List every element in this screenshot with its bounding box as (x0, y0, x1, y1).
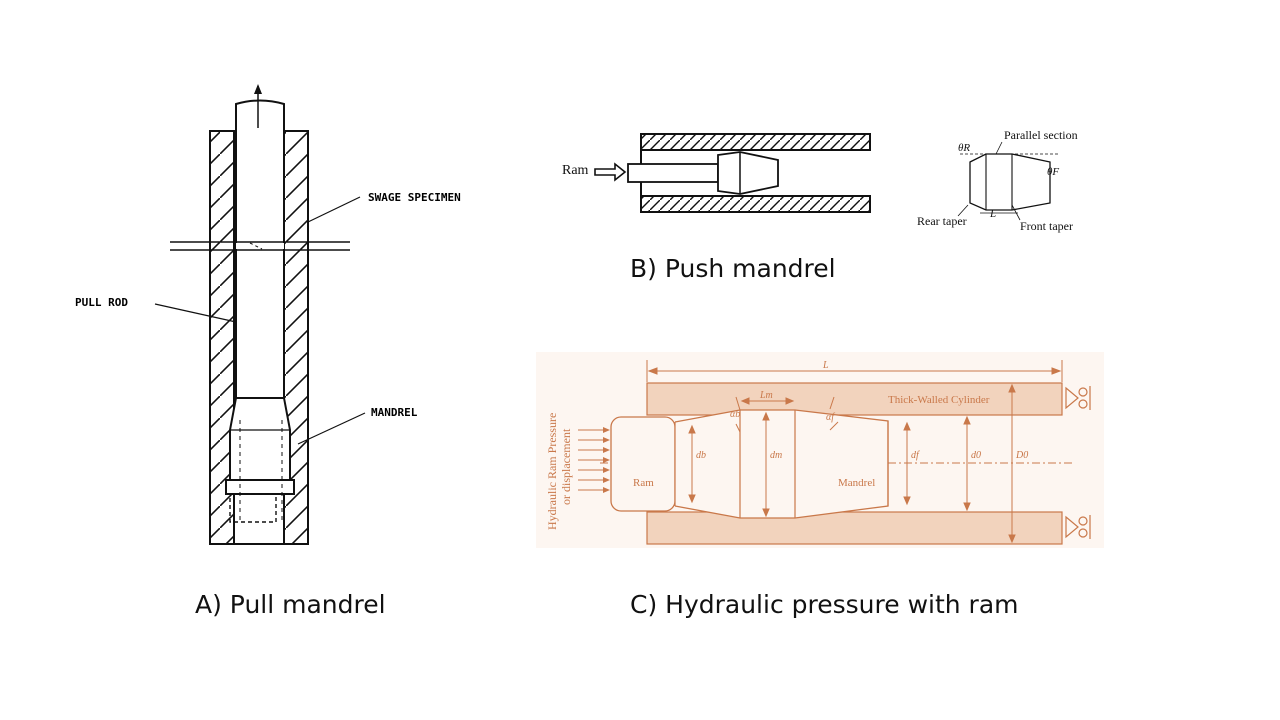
db-label: db (696, 450, 706, 461)
theta-f-label: θF (1047, 166, 1059, 178)
caption-push-mandrel: B) Push mandrel (630, 254, 836, 283)
front-taper-label: Front taper (1020, 219, 1073, 233)
alpha-f-label: αf (826, 412, 835, 423)
lm-label: Lm (759, 390, 773, 401)
dm-label: dm (770, 450, 782, 461)
length-label-c: L (822, 360, 829, 371)
caption-hydraulic: C) Hydraulic pressure with ram (630, 590, 1019, 619)
alpha-b-label: αb (730, 409, 740, 420)
pull-rod-label: PULL ROD (75, 296, 128, 309)
cylinder-wall-top (646, 382, 1063, 416)
df-label: df (911, 450, 920, 461)
swage-specimen-label: SWAGE SPECIMEN (368, 191, 461, 204)
caption-pull-mandrel: A) Pull mandrel (195, 590, 386, 619)
ram-block (610, 416, 676, 512)
length-label-b: L (989, 208, 996, 220)
push-mandrel-diagram: Ram (562, 133, 871, 213)
mandrel-label: MANDREL (371, 406, 418, 419)
D0-label: D0 (1015, 450, 1028, 461)
cylinder-wall-bottom (646, 511, 1063, 545)
parallel-section-label: Parallel section (1004, 128, 1078, 142)
mandrel-detail: Parallel section θR θF Rear taper L Fron… (917, 128, 1078, 233)
pressure-label-line2: or displacement (559, 428, 573, 505)
ram-label-c: Ram (633, 477, 654, 489)
mandrel-outline (674, 409, 889, 519)
d0-label: d0 (971, 450, 981, 461)
pressure-label-line1: Hydraulic Ram Pressure (545, 413, 559, 530)
ram-label-b: Ram (562, 163, 589, 178)
cylinder-label: Thick-Walled Cylinder (888, 394, 990, 406)
rear-taper-label: Rear taper (917, 214, 967, 228)
mandrel-label-c: Mandrel (838, 477, 875, 489)
theta-r-label: θR (958, 142, 970, 154)
